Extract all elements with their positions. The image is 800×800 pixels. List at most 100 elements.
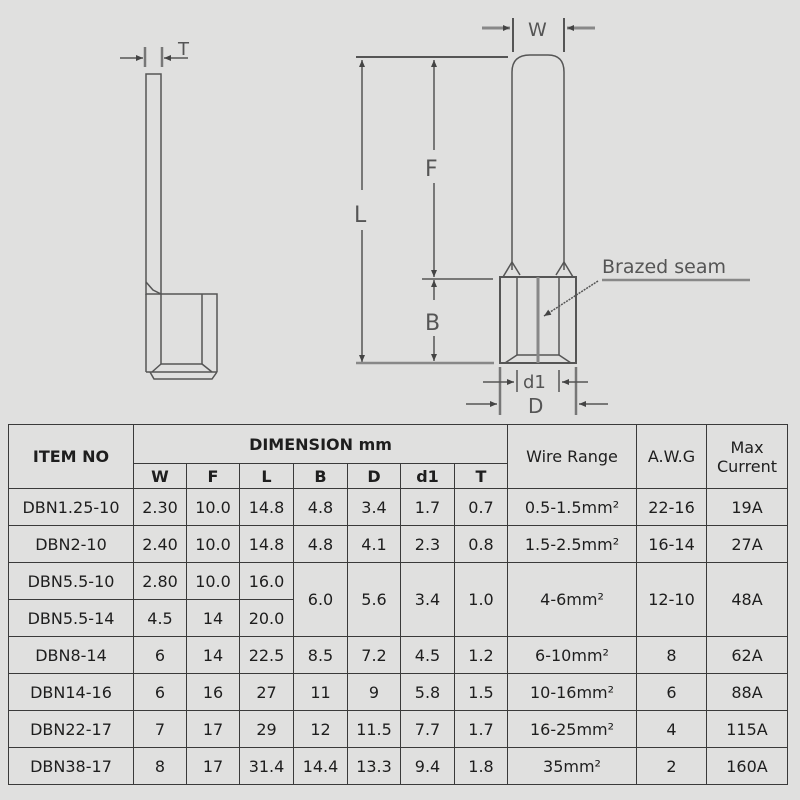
front-view bbox=[356, 18, 750, 415]
dim-label-T: T bbox=[177, 39, 190, 60]
cell-awg: 12-10 bbox=[636, 562, 707, 637]
header-awg: A.W.G bbox=[636, 424, 707, 489]
cell-wire-range: 0.5-1.5mm² bbox=[507, 488, 637, 526]
cell-B: 4.8 bbox=[293, 488, 348, 526]
table-row: DBN5.5-10 2.80 10.0 16.0 6.0 5.6 3.4 1.0… bbox=[8, 562, 788, 637]
dim-label-B: B bbox=[425, 311, 440, 336]
header-row-1: ITEM NO DIMENSION mm Wire Range A.W.G Ma… bbox=[8, 424, 788, 489]
cell-W: 7 bbox=[133, 710, 187, 748]
cell-T: 1.7 bbox=[454, 710, 508, 748]
cell-awg: 16-14 bbox=[636, 525, 707, 563]
cell-max-current: 27A bbox=[706, 525, 788, 563]
cell-B: 6.0 bbox=[293, 562, 348, 637]
header-d1: d1 bbox=[400, 463, 455, 489]
cell-d1: 3.4 bbox=[400, 562, 455, 637]
cell-F: 17 bbox=[186, 747, 240, 785]
cell-L: 14.8 bbox=[239, 525, 294, 563]
header-max-current-line1: Max bbox=[730, 437, 764, 457]
header-dimension-group: DIMENSION mm bbox=[133, 424, 508, 464]
cell-L: 27 bbox=[239, 673, 294, 711]
cell-item: DBN5.5-14 bbox=[8, 599, 134, 637]
cell-L: 20.0 bbox=[239, 599, 294, 637]
cell-F: 17 bbox=[186, 710, 240, 748]
cell-item: DBN22-17 bbox=[8, 710, 134, 748]
dim-label-D: D bbox=[528, 394, 543, 418]
side-view bbox=[120, 47, 218, 380]
cell-max-current: 160A bbox=[706, 747, 788, 785]
brazed-seam-annotation: Brazed seam bbox=[602, 256, 726, 278]
cell-max-current: 48A bbox=[706, 562, 788, 637]
cell-W: 8 bbox=[133, 747, 187, 785]
cell-wire-range: 35mm² bbox=[507, 747, 637, 785]
cell-max-current: 19A bbox=[706, 488, 788, 526]
cell-T: 0.8 bbox=[454, 525, 508, 563]
header-W: W bbox=[133, 463, 187, 489]
cell-D: 4.1 bbox=[347, 525, 401, 563]
cell-d1: 1.7 bbox=[400, 488, 455, 526]
cell-D: 5.6 bbox=[347, 562, 401, 637]
cell-W: 6 bbox=[133, 636, 187, 674]
header-L: L bbox=[239, 463, 294, 489]
cell-d1: 7.7 bbox=[400, 710, 455, 748]
cell-L: 31.4 bbox=[239, 747, 294, 785]
cell-B: 8.5 bbox=[293, 636, 348, 674]
cell-wire-range: 6-10mm² bbox=[507, 636, 637, 674]
cell-W: 6 bbox=[133, 673, 187, 711]
cell-F: 10.0 bbox=[186, 488, 240, 526]
cell-item: DBN14-16 bbox=[8, 673, 134, 711]
cell-item: DBN5.5-10 bbox=[8, 562, 134, 600]
terminal-drawing: T bbox=[120, 18, 750, 418]
dim-label-d1: d1 bbox=[523, 372, 546, 393]
cell-max-current: 88A bbox=[706, 673, 788, 711]
cell-T: 1.2 bbox=[454, 636, 508, 674]
dim-label-W: W bbox=[528, 19, 547, 41]
header-wire-range: Wire Range bbox=[507, 424, 637, 489]
cell-d1: 5.8 bbox=[400, 673, 455, 711]
cell-D: 9 bbox=[347, 673, 401, 711]
cell-W: 2.30 bbox=[133, 488, 187, 526]
cell-L: 16.0 bbox=[239, 562, 294, 600]
cell-T: 0.7 bbox=[454, 488, 508, 526]
cell-F: 14 bbox=[186, 636, 240, 674]
header-max-current-line2: Current bbox=[716, 456, 778, 476]
cell-F: 16 bbox=[186, 673, 240, 711]
table-row: DBN22-17 7 17 29 12 11.5 7.7 1.7 16-25mm… bbox=[8, 710, 788, 748]
cell-F: 14 bbox=[186, 599, 240, 637]
cell-item: DBN1.25-10 bbox=[8, 488, 134, 526]
cell-d1: 2.3 bbox=[400, 525, 455, 563]
table-row: DBN2-10 2.40 10.0 14.8 4.8 4.1 2.3 0.8 1… bbox=[8, 525, 788, 563]
cell-L: 14.8 bbox=[239, 488, 294, 526]
cell-T: 1.0 bbox=[454, 562, 508, 637]
cell-W: 2.80 bbox=[133, 562, 187, 600]
cell-item: DBN8-14 bbox=[8, 636, 134, 674]
cell-D: 7.2 bbox=[347, 636, 401, 674]
spec-table: ITEM NO DIMENSION mm Wire Range A.W.G Ma… bbox=[8, 424, 788, 785]
table-row: DBN38-17 8 17 31.4 14.4 13.3 9.4 1.8 35m… bbox=[8, 747, 788, 785]
cell-max-current: 115A bbox=[706, 710, 788, 748]
cell-awg: 22-16 bbox=[636, 488, 707, 526]
cell-B: 4.8 bbox=[293, 525, 348, 563]
dim-label-L: L bbox=[354, 203, 367, 228]
cell-awg: 2 bbox=[636, 747, 707, 785]
cell-awg: 4 bbox=[636, 710, 707, 748]
cell-max-current: 62A bbox=[706, 636, 788, 674]
cell-wire-range: 1.5-2.5mm² bbox=[507, 525, 637, 563]
header-F: F bbox=[186, 463, 240, 489]
cell-D: 11.5 bbox=[347, 710, 401, 748]
cell-L: 29 bbox=[239, 710, 294, 748]
cell-T: 1.5 bbox=[454, 673, 508, 711]
header-max-current: Max Current bbox=[706, 424, 788, 489]
cell-wire-range: 4-6mm² bbox=[507, 562, 637, 637]
table-row: DBN1.25-10 2.30 10.0 14.8 4.8 3.4 1.7 0.… bbox=[8, 488, 788, 526]
cell-wire-range: 16-25mm² bbox=[507, 710, 637, 748]
cell-awg: 8 bbox=[636, 636, 707, 674]
table-row: DBN14-16 6 16 27 11 9 5.8 1.5 10-16mm² 6… bbox=[8, 673, 788, 711]
dim-label-F: F bbox=[425, 157, 438, 182]
header-row-2: W F L B D d1 T bbox=[9, 463, 788, 489]
cell-wire-range: 10-16mm² bbox=[507, 673, 637, 711]
cell-B: 11 bbox=[293, 673, 348, 711]
cell-D: 3.4 bbox=[347, 488, 401, 526]
cell-F: 10.0 bbox=[186, 525, 240, 563]
cell-B: 14.4 bbox=[293, 747, 348, 785]
header-B: B bbox=[293, 463, 348, 489]
